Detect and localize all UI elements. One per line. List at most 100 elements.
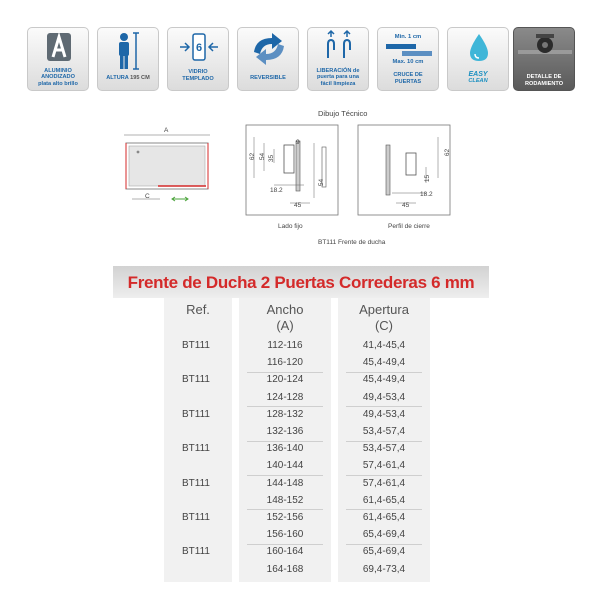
- cell-apertura: 69,4-73,4: [362, 563, 406, 575]
- cell-ancho: 160-164: [266, 546, 304, 558]
- fixed-side-label: Lado fijo: [278, 223, 303, 230]
- cell-apertura: 61,4-65,4: [362, 494, 406, 506]
- header-apertura: Apertura (C): [338, 302, 430, 334]
- cell-ancho: 120-124: [266, 374, 304, 386]
- header-ancho: Ancho (A): [239, 302, 331, 334]
- cell-apertura: 49,4-53,4: [362, 391, 406, 403]
- row-divider: [247, 509, 323, 511]
- cell-apertura: 41,4-45,4: [362, 340, 406, 351]
- rodamiento-label-2: RODAMIENTO: [524, 80, 564, 87]
- plan-view-drawing: [124, 134, 210, 202]
- letter-a-icon: [47, 31, 71, 61]
- closing-profile-label: Perfil de cierre: [388, 223, 430, 230]
- cell-ref: BT111: [182, 374, 210, 386]
- aluminio-label-2: ANODIZADO: [41, 74, 75, 81]
- vidrio-label-2: TEMPLADO: [182, 75, 214, 82]
- liberacion-label-3: fácil limpieza: [320, 80, 356, 87]
- dim-45-right: 45: [402, 202, 410, 209]
- liberacion-label-1: LIBERACIÓN de: [316, 67, 360, 74]
- header-apertura-unit: (C): [374, 318, 394, 333]
- table-title: Frente de Ducha 2 Puertas Correderas 6 m…: [127, 273, 475, 292]
- altura-value: 195 CM: [130, 74, 150, 81]
- cell-apertura: 61,4-65,4: [362, 512, 406, 523]
- row-divider: [346, 371, 422, 373]
- dim-a-label: A: [164, 127, 169, 134]
- header-ancho-label: Ancho: [266, 302, 304, 317]
- cell-ref: BT111: [182, 408, 210, 420]
- altura-label: ALTURA: [106, 74, 129, 81]
- table-title-band: Frente de Ducha 2 Puertas Correderas 6 m…: [113, 266, 489, 298]
- dim-18-2-left: 18.2: [270, 187, 283, 194]
- aluminio-label-1: ALUMINIO: [44, 67, 72, 74]
- row-divider: [247, 440, 323, 442]
- row-divider: [346, 440, 422, 442]
- row-divider: [346, 509, 422, 511]
- dim-9-left: 9: [296, 139, 300, 146]
- dim-45-left: 45: [294, 202, 302, 209]
- closing-profile-drawing: [357, 124, 451, 216]
- cell-ref: BT111: [182, 546, 210, 558]
- fixed-side-drawing: [245, 124, 339, 216]
- cell-ancho: 140-144: [266, 460, 304, 472]
- doors-overlap-icon: [386, 44, 432, 56]
- cell-apertura: 45,4-49,4: [362, 357, 406, 369]
- cell-apertura: 57,4-61,4: [362, 460, 406, 472]
- drawing-title: Dibujo Técnico: [318, 109, 368, 118]
- row-divider: [247, 406, 323, 408]
- rodamiento-label-1: DETALLE DE: [526, 74, 562, 81]
- glass-6mm-icon: 6: [180, 33, 218, 61]
- row-divider: [247, 543, 323, 545]
- dim-18-2-right: 18.2: [420, 191, 433, 198]
- reversible-label: REVERSIBLE: [250, 74, 286, 81]
- cruce-icon: Min. 1 cm Max. 10 cm CRUCE DE PUERTAS: [377, 27, 439, 91]
- header-ancho-unit: (A): [276, 318, 294, 333]
- aluminio-label-3: plata alto brillo: [38, 80, 78, 87]
- dim-62-left: 62: [249, 152, 257, 161]
- cell-apertura: 57,4-61,4: [362, 477, 406, 489]
- cell-apertura: 53,4-57,4: [362, 443, 406, 455]
- altura-icon: ALTURA 195 CM: [97, 27, 159, 91]
- reversible-icon: REVERSIBLE: [237, 27, 299, 91]
- header-ref-label: Ref.: [186, 302, 210, 317]
- cruce-label-2: PUERTAS: [394, 78, 422, 85]
- column-apertura-bg: [338, 298, 430, 582]
- dim-54-right: 54: [318, 178, 326, 187]
- cruce-max: Max. 10 cm: [392, 59, 424, 65]
- row-divider: [346, 406, 422, 408]
- header-apertura-label: Apertura: [359, 302, 409, 317]
- liberacion-icon: LIBERACIÓN de puerta para una fácil limp…: [307, 27, 369, 91]
- cell-ancho: 164-168: [266, 563, 304, 575]
- row-divider: [346, 474, 422, 476]
- dim-62-right: 62: [444, 148, 452, 157]
- person-height-icon: [119, 32, 139, 70]
- easy-clean-icon: EASY CLEAN: [447, 27, 509, 91]
- row-divider: [247, 474, 323, 476]
- vidrio-icon: 6 VIDRIO TEMPLADO: [167, 27, 229, 91]
- dim-c-label: C: [145, 193, 150, 200]
- cell-ref: BT111: [182, 443, 210, 455]
- technical-drawings: Dibujo Técnico A C 62 54 35 9 18.2 45 54…: [118, 105, 478, 255]
- hands-lift-icon: [327, 29, 351, 58]
- bearing-photo-icon: [518, 34, 572, 54]
- cell-ancho: 112-116: [267, 340, 303, 351]
- aluminio-icon: ALUMINIO ANODIZADO plata alto brillo: [27, 27, 89, 91]
- rodamiento-icon: DETALLE DE RODAMIENTO: [513, 27, 575, 91]
- water-drop-icon: [470, 34, 488, 61]
- cell-apertura: 65,4-69,4: [362, 529, 406, 541]
- cell-ancho: 116-120: [267, 357, 303, 369]
- cruce-label-1: CRUCE DE: [393, 72, 423, 79]
- cell-ref: BT111: [182, 477, 210, 489]
- feature-icons-strip: ALUMINIO ANODIZADO plata alto brillo ALT…: [27, 27, 575, 91]
- cell-apertura: 53,4-57,4: [362, 426, 406, 437]
- cell-ancho: 124-128: [266, 391, 304, 403]
- liberacion-label-2: puerta para una: [317, 74, 359, 81]
- cell-apertura: 65,4-69,4: [362, 546, 406, 558]
- column-ancho-bg: [239, 298, 331, 582]
- row-divider: [346, 543, 422, 545]
- vidrio-label-1: VIDRIO: [188, 69, 208, 76]
- cell-ref: BT111: [182, 340, 210, 351]
- dim-35-left: 35: [268, 154, 276, 163]
- cell-ancho: 136-140: [266, 443, 304, 455]
- drawing-caption: BT111 Frente de ducha: [318, 239, 386, 246]
- cruce-min: Min. 1 cm: [394, 34, 422, 40]
